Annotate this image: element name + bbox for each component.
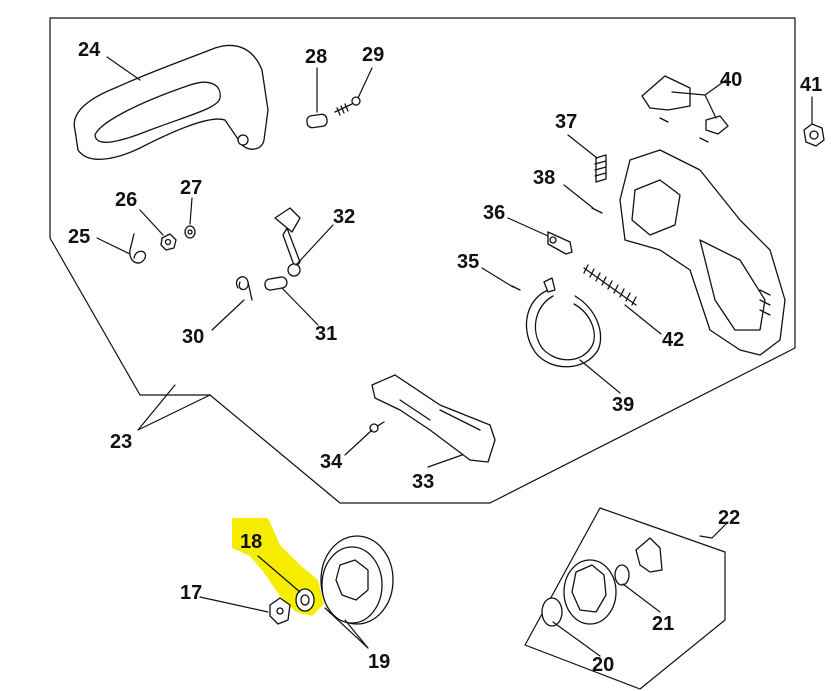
assembly-outline-22 — [524, 507, 726, 690]
spring-part-30 — [235, 276, 253, 301]
rear-handle-part — [73, 44, 269, 160]
part-label-42: 42 — [662, 329, 685, 351]
part-label-23: 23 — [110, 431, 133, 453]
washer-part-17 — [269, 597, 291, 625]
part-label-41: 41 — [800, 74, 823, 96]
part-label-21: 21 — [652, 613, 675, 635]
part-label-30: 30 — [182, 326, 205, 348]
part-label-39: 39 — [612, 394, 635, 416]
pin-part-31 — [264, 276, 288, 291]
leader-lines — [96, 56, 813, 657]
assembly-outline-23 — [49, 17, 796, 504]
part-label-35: 35 — [457, 251, 480, 273]
washer-part-27 — [184, 225, 196, 239]
nut-part-41 — [803, 123, 825, 147]
part-label-38: 38 — [533, 167, 556, 189]
part-label-29: 29 — [362, 44, 385, 66]
part-label-18: 18 — [240, 531, 263, 553]
clutch-drum-part-19 — [320, 535, 394, 625]
throttle-lever-part-32 — [274, 207, 301, 277]
part-label-32: 32 — [333, 206, 356, 228]
part-label-22: 22 — [718, 507, 741, 529]
part-label-17: 17 — [180, 582, 203, 604]
screw-part-29 — [334, 96, 361, 116]
spring-part-42 — [583, 264, 637, 306]
clutch-carrier-part — [635, 537, 663, 573]
part-label-40: 40 — [720, 69, 743, 91]
pin-part-38 — [591, 207, 603, 214]
part-label-19: 19 — [368, 651, 391, 673]
clutch-part-20 — [541, 559, 617, 627]
ring-part-21 — [614, 564, 630, 586]
pin-part-28 — [306, 113, 328, 129]
part-label-28: 28 — [305, 46, 328, 68]
part-label-26: 26 — [115, 189, 138, 211]
part-label-27: 27 — [180, 177, 203, 199]
spring-part-25 — [129, 233, 147, 264]
part-label-34: 34 — [320, 451, 343, 473]
part-label-20: 20 — [592, 654, 615, 676]
chain-guide-part-33 — [371, 374, 496, 463]
part-label-37: 37 — [555, 111, 578, 133]
side-cover-housing — [619, 149, 786, 356]
part-label-31: 31 — [315, 323, 338, 345]
part-label-25: 25 — [68, 226, 91, 248]
bracket-part-40 — [641, 75, 729, 143]
part-label-36: 36 — [483, 202, 506, 224]
needle-bearing-part-18 — [295, 588, 315, 612]
part-label-24: 24 — [78, 39, 101, 61]
lever-part-36 — [547, 231, 573, 255]
brake-band-part-39 — [525, 277, 602, 368]
part-label-33: 33 — [412, 471, 435, 493]
spring-part-37 — [594, 154, 607, 183]
nut-part-26 — [160, 233, 177, 251]
